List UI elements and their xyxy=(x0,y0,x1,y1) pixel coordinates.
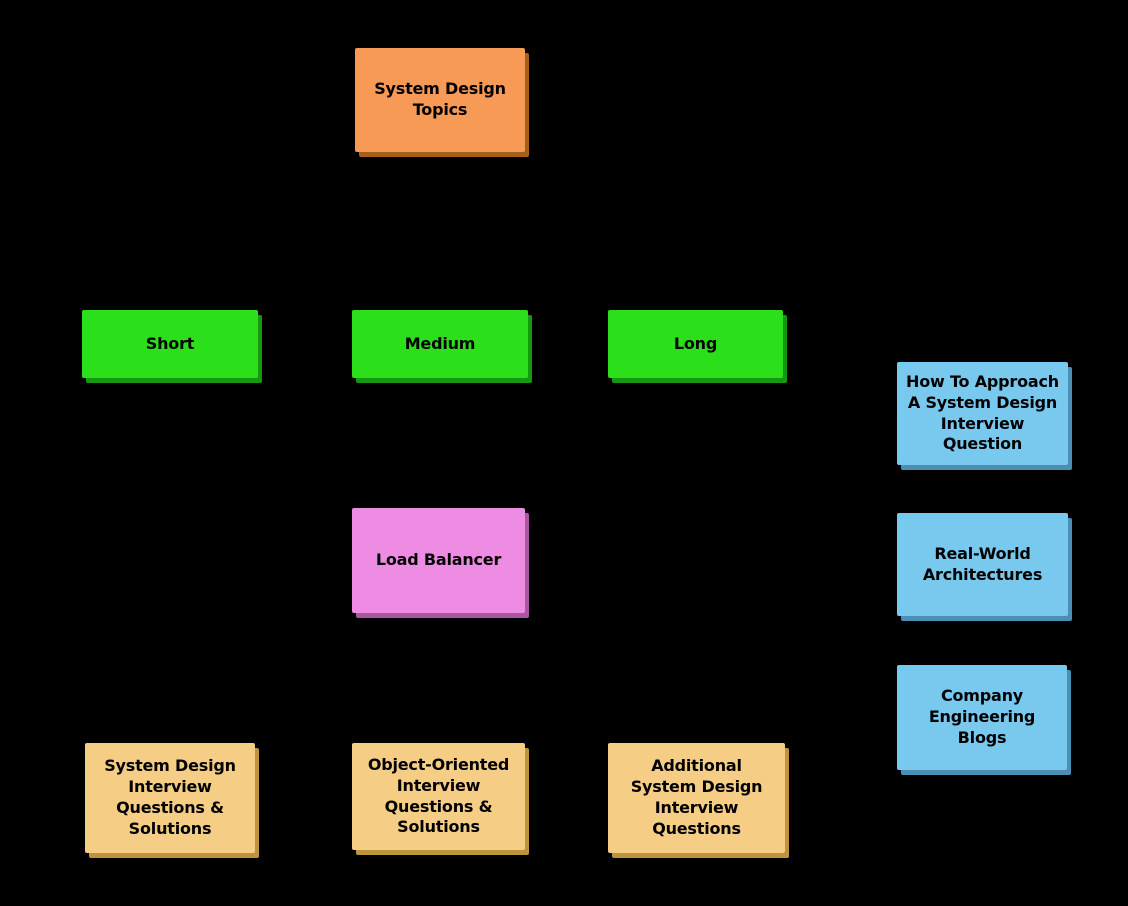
node-label: Load Balancer xyxy=(375,550,502,570)
node-label: Company Engineering Blogs xyxy=(928,686,1036,747)
node-label: System Design Topics xyxy=(374,79,506,119)
node-label: Object-Oriented Interview Questions & So… xyxy=(367,754,510,837)
node-real-world-architectures: Real-World Architectures xyxy=(897,513,1068,616)
node-label: Real-World Architectures xyxy=(922,543,1043,584)
node-system-design-topics: System Design Topics xyxy=(355,48,525,152)
node-how-to-approach: How To Approach A System Design Intervie… xyxy=(897,362,1068,465)
node-label: How To Approach A System Design Intervie… xyxy=(906,371,1059,454)
node-load-balancer: Load Balancer xyxy=(352,508,525,613)
node-label: System Design Interview Questions & Solu… xyxy=(104,756,236,838)
node-long: Long xyxy=(608,310,783,378)
node-label: Medium xyxy=(404,333,476,353)
node-medium: Medium xyxy=(352,310,528,378)
node-object-oriented-interview-questions: Object-Oriented Interview Questions & So… xyxy=(352,743,525,850)
node-label: Additional System Design Interview Quest… xyxy=(630,756,763,838)
node-additional-system-design-interview-questions: Additional System Design Interview Quest… xyxy=(608,743,785,853)
node-label: Short xyxy=(145,333,195,353)
node-short: Short xyxy=(82,310,258,378)
node-label: Long xyxy=(673,333,718,353)
node-company-engineering-blogs: Company Engineering Blogs xyxy=(897,665,1067,770)
node-system-design-interview-questions: System Design Interview Questions & Solu… xyxy=(85,743,255,853)
